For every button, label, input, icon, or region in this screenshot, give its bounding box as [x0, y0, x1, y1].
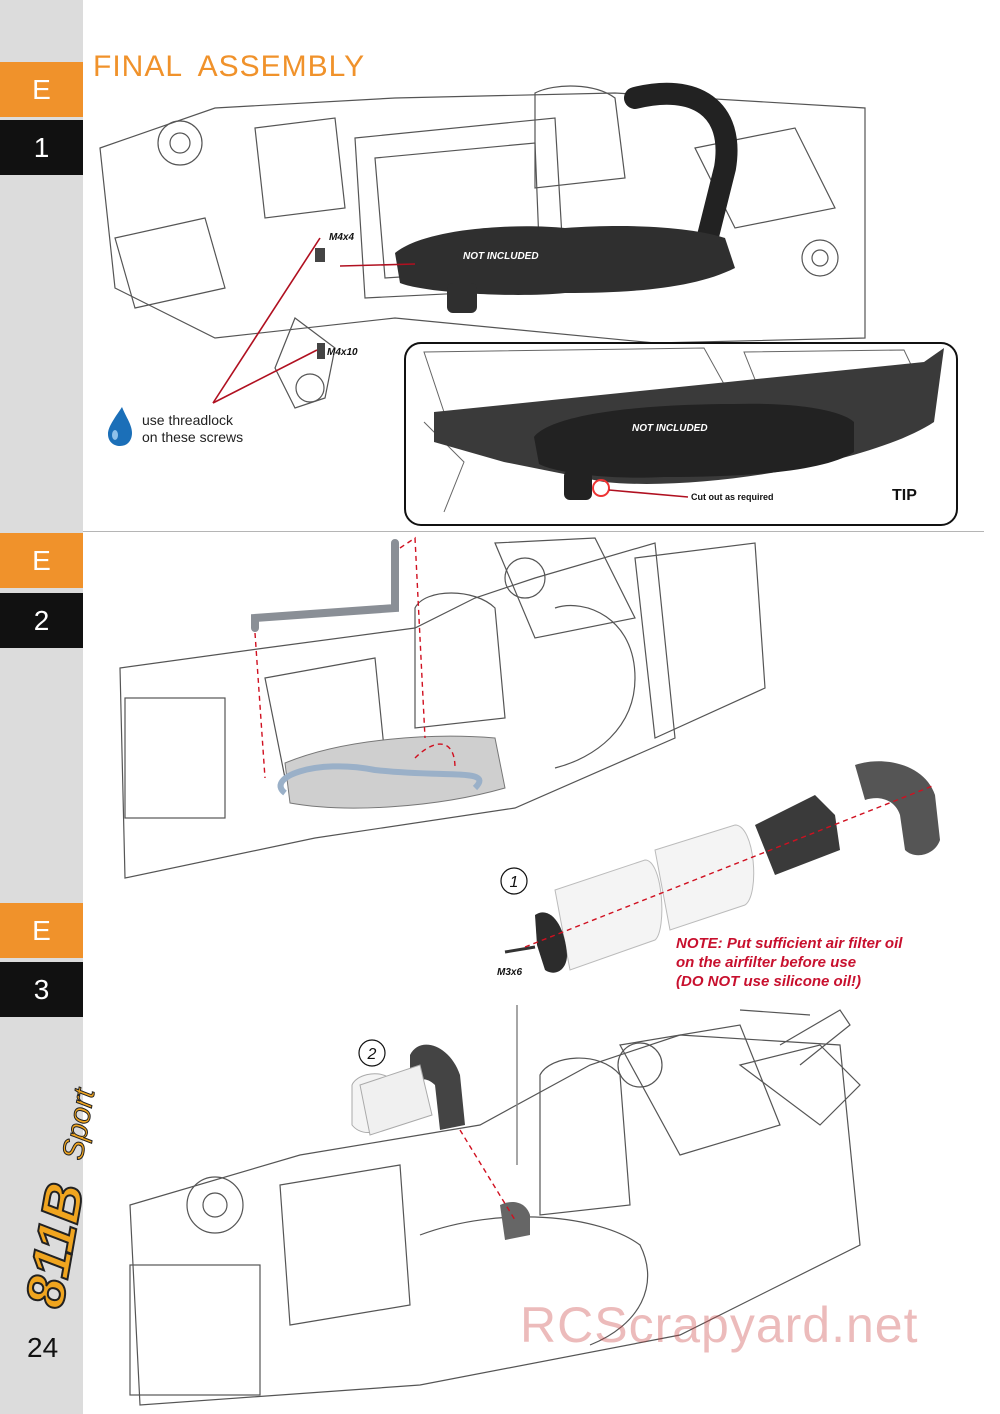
- threadlock-drop-icon: [108, 407, 132, 446]
- note-line2: on the airfilter before use: [676, 954, 857, 971]
- threadlock-line2: on these screws: [142, 429, 244, 445]
- watermark: RCScrapyard.net: [520, 1297, 919, 1353]
- note-line1: NOTE: Put sufficient air filter oil: [676, 935, 903, 952]
- air-filter-note: NOTE: Put sufficient air filter oil on t…: [676, 934, 902, 991]
- tip-heading: TIP: [892, 487, 917, 504]
- callout-2: 2: [358, 1039, 386, 1067]
- section-divider: [83, 531, 984, 532]
- svg-text:Sport: Sport: [57, 1084, 102, 1162]
- callout-2-number: 2: [367, 1046, 377, 1063]
- step2-illustration: [119, 536, 766, 879]
- threadlock-note: use threadlock on these screws: [142, 412, 243, 446]
- step-e1-letter: E: [0, 62, 83, 117]
- note-line3: (DO NOT use silicone oil!): [676, 973, 862, 990]
- cut-out-label: Cut out as required: [691, 492, 774, 502]
- step1-illustration: M4x4 M4x10 NOT INCLUDED: [99, 82, 866, 409]
- step-e3-number: 3: [0, 962, 83, 1017]
- step3-illustration: [129, 1005, 861, 1406]
- screw-m3x6-label: M3x6: [497, 967, 522, 978]
- tip-not-included-label: NOT INCLUDED: [632, 423, 708, 434]
- sidebar: [0, 0, 83, 1414]
- screw-m4x10-label: M4x10: [327, 347, 358, 358]
- air-filter-parts: M3x6: [497, 761, 940, 978]
- brand-logo: 811B Sport: [14, 1084, 103, 1313]
- step-e3-letter: E: [0, 903, 83, 958]
- callout-1: 1: [500, 867, 528, 895]
- callout-1-number: 1: [510, 874, 519, 891]
- page-title: FINAL ASSEMBLY: [93, 50, 366, 83]
- page-number: 24: [27, 1332, 59, 1363]
- step-e2-number: 2: [0, 593, 83, 648]
- screw-m4x4-label: M4x4: [329, 232, 354, 243]
- step-e1-number: 1: [0, 120, 83, 175]
- step-e2-letter: E: [0, 533, 83, 588]
- pipe-not-included-label: NOT INCLUDED: [463, 251, 539, 262]
- threadlock-line1: use threadlock: [142, 412, 234, 428]
- svg-text:811B: 811B: [15, 1178, 96, 1312]
- tip-box: NOT INCLUDED Cut out as required TIP: [404, 342, 958, 526]
